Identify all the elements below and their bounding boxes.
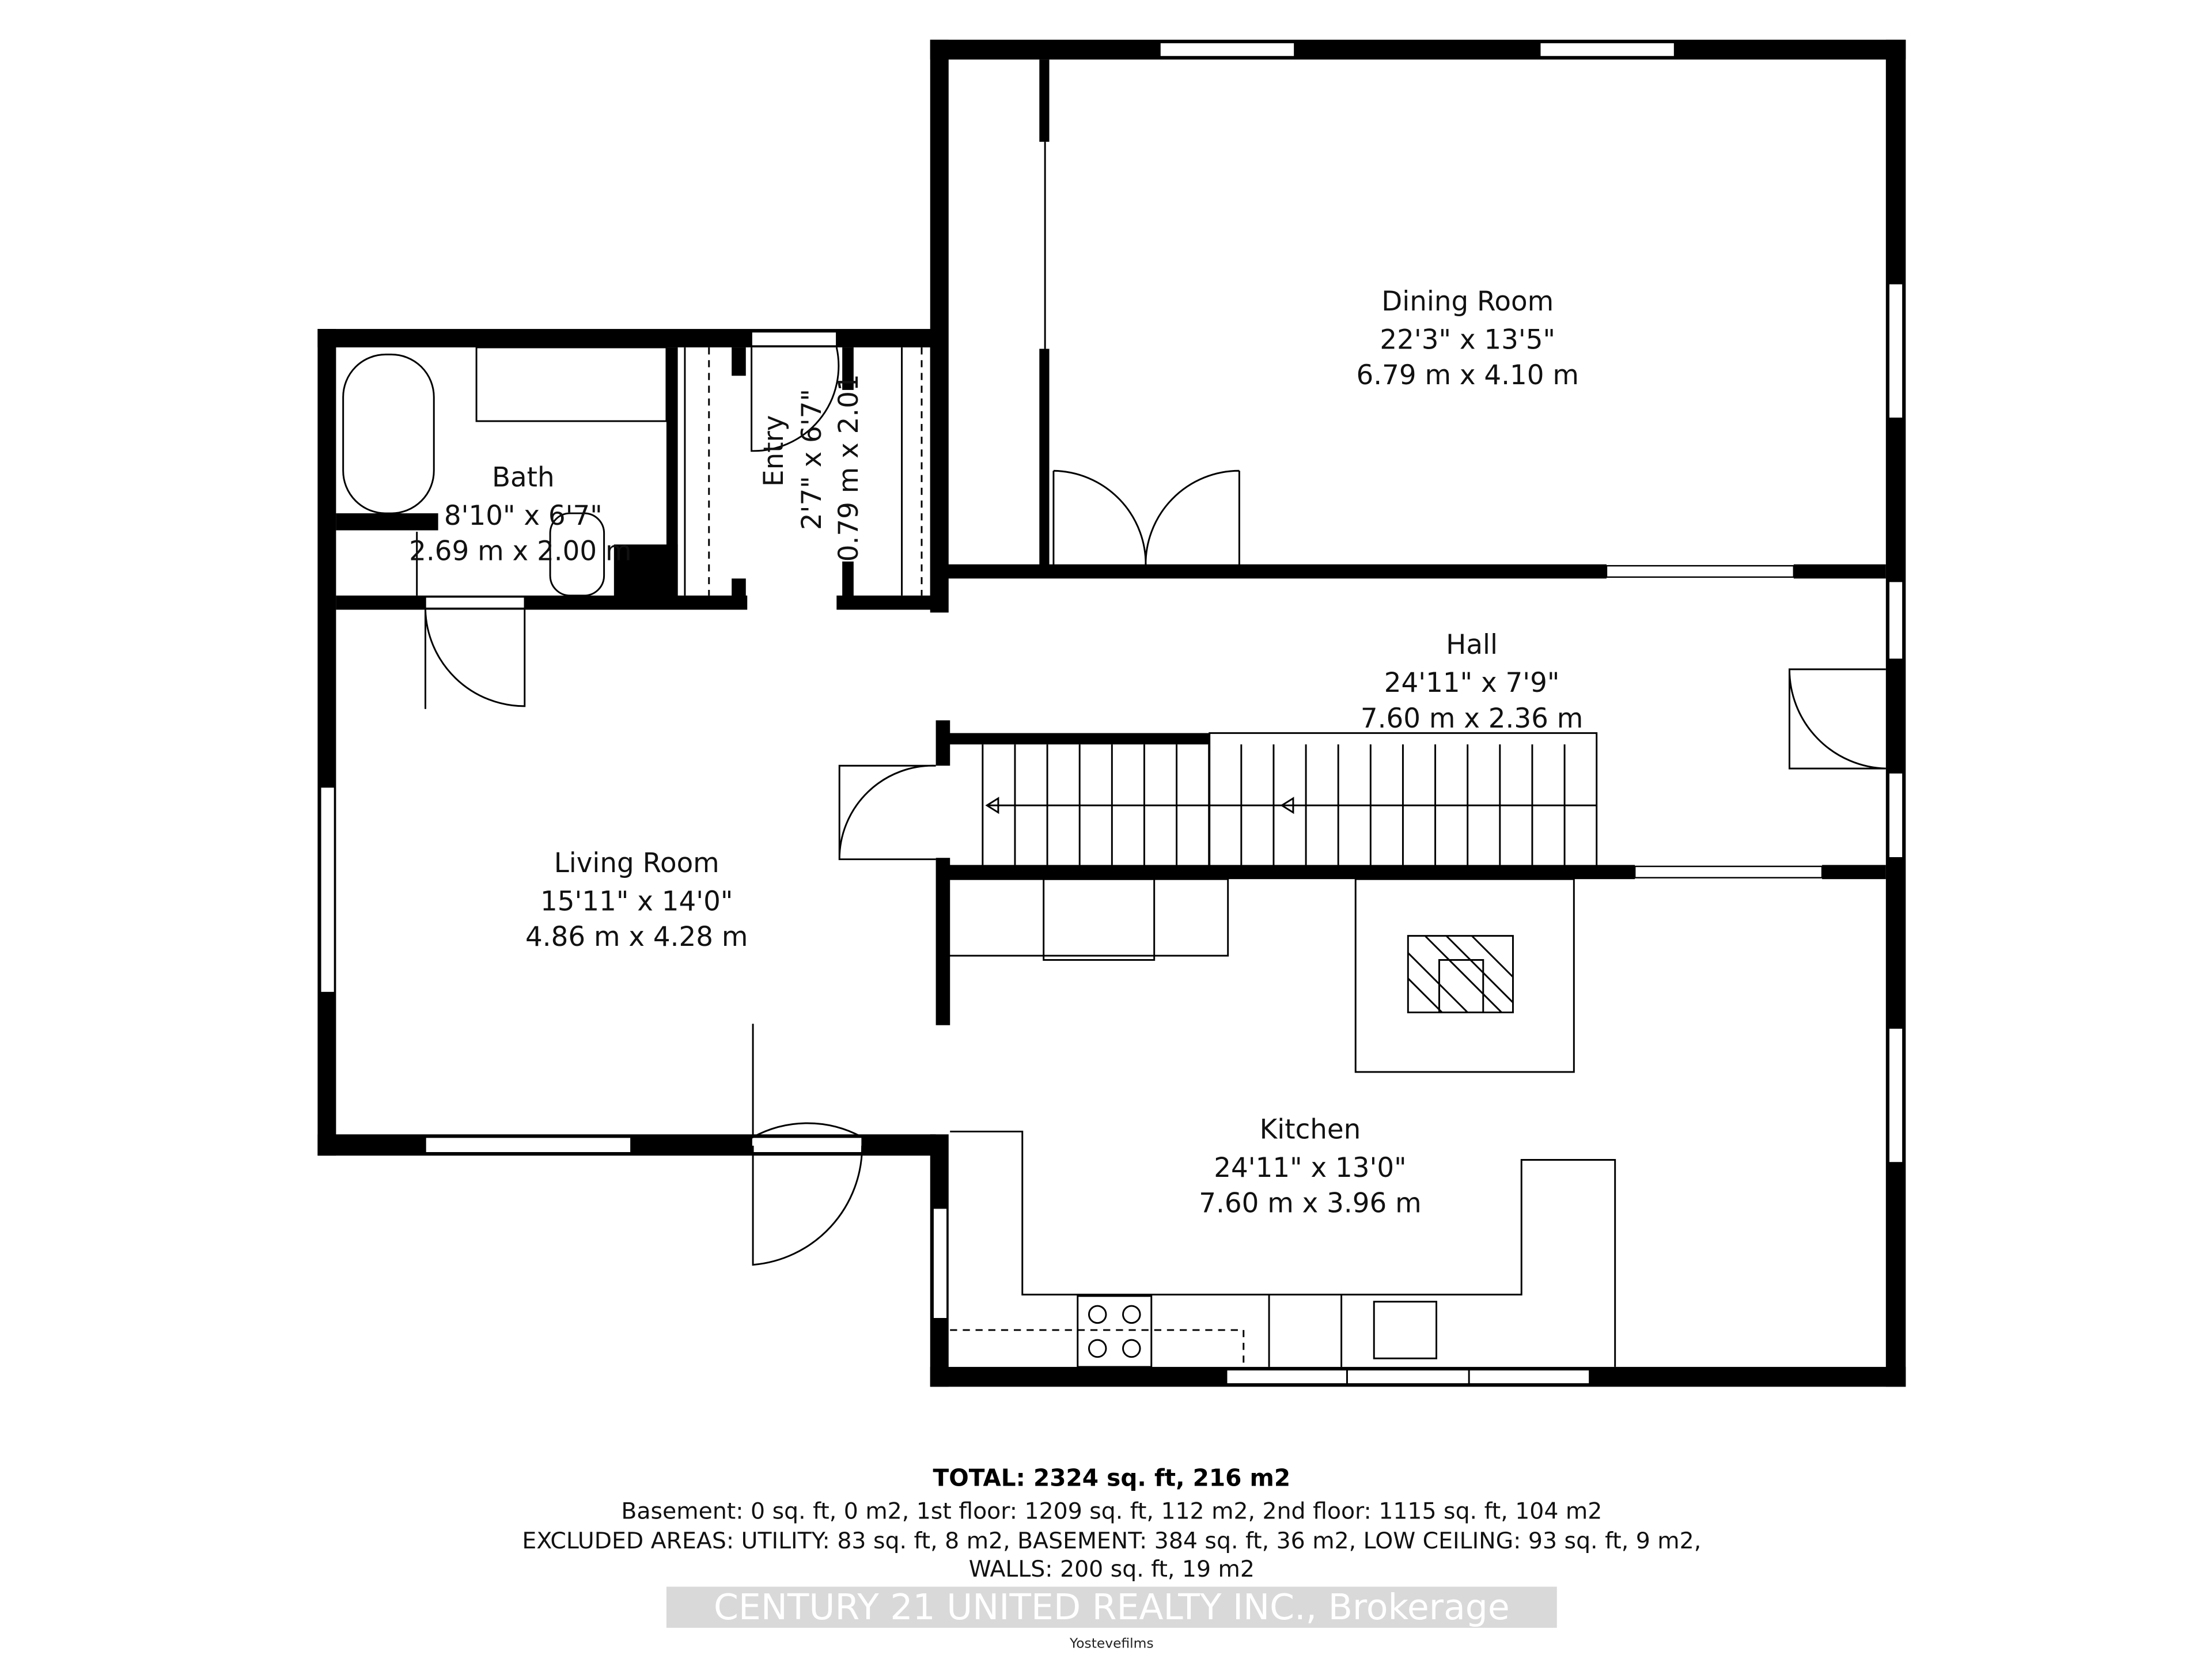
entry-metric: 0.79 m x 2.01 [834, 374, 865, 562]
living-room-metric: 4.86 m x 4.28 m [525, 922, 748, 953]
hall-name: Hall [1446, 630, 1498, 661]
dining-room-metric: 6.79 m x 4.10 m [1357, 360, 1579, 391]
walls-area: WALLS: 200 sq. ft, 19 m2 [969, 1556, 1255, 1582]
watermark: CENTURY 21 UNITED REALTY INC., Brokerage [714, 1586, 1510, 1628]
watermark-band [666, 1586, 1557, 1628]
excluded-areas: EXCLUDED AREAS: UTILITY: 83 sq. ft, 8 m2… [522, 1528, 1701, 1554]
floor-areas: Basement: 0 sq. ft, 0 m2, 1st floor: 120… [621, 1498, 1602, 1524]
room-labels: Dining Room 22'3" x 13'5" 6.79 m x 4.10 … [409, 286, 1583, 1219]
total-area: TOTAL: 2324 sq. ft, 216 m2 [933, 1464, 1291, 1492]
area-summary: TOTAL: 2324 sq. ft, 216 m2 Basement: 0 s… [522, 1464, 1701, 1652]
kitchen-imperial: 24'11" x 13'0" [1214, 1153, 1406, 1184]
bath-imperial: 8'10" x 6'7" [444, 501, 603, 532]
bath-name: Bath [492, 462, 555, 493]
windows-and-openings [320, 41, 1904, 1385]
bath-metric: 2.69 m x 2.00 m [409, 536, 631, 567]
dining-room-imperial: 22'3" x 13'5" [1380, 325, 1555, 356]
living-room-imperial: 15'11" x 14'0" [540, 886, 733, 917]
kitchen-name: Kitchen [1260, 1115, 1361, 1146]
fixtures [342, 346, 1616, 1368]
entry-name: Entry [759, 415, 790, 487]
hall-metric: 7.60 m x 2.36 m [1361, 703, 1583, 734]
living-room-name: Living Room [554, 848, 719, 879]
hall-imperial: 24'11" x 7'9" [1384, 668, 1560, 699]
credit: Yostevefilms [1069, 1635, 1154, 1651]
kitchen-metric: 7.60 m x 3.96 m [1199, 1188, 1421, 1219]
walls [317, 39, 1906, 1387]
dining-room-name: Dining Room [1381, 286, 1554, 317]
entry-imperial: 2'7" x 6'7" [797, 389, 828, 530]
doors [424, 142, 1886, 1266]
